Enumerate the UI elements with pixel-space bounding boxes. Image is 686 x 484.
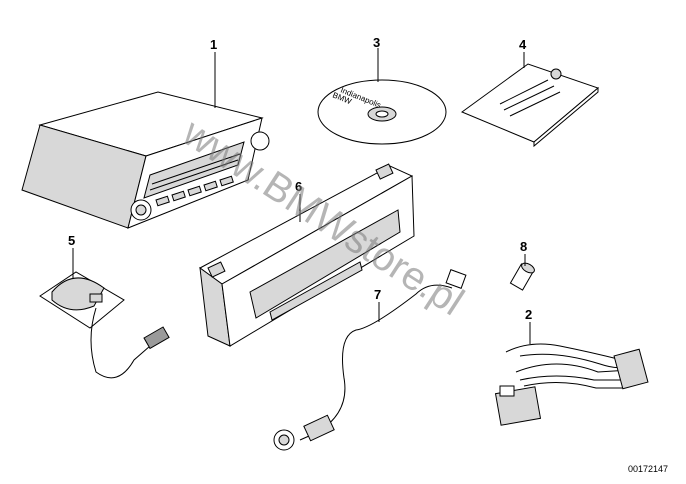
leader-lines <box>72 48 531 344</box>
cd-disc: BMW Indianapolis <box>317 79 447 145</box>
sleeve <box>509 262 535 291</box>
radio-unit <box>21 91 270 229</box>
callout-2: 2 <box>525 307 532 322</box>
cable <box>273 269 467 451</box>
callout-4: 4 <box>519 37 527 52</box>
reference-number: 00172147 <box>628 464 668 474</box>
callout-8: 8 <box>520 239 527 254</box>
callout-numbers: 1 3 4 6 5 8 7 2 <box>68 35 532 322</box>
mounting-frame <box>199 163 415 347</box>
callout-7: 7 <box>374 287 381 302</box>
wiring-harness <box>494 343 649 426</box>
callout-6: 6 <box>295 179 302 194</box>
callout-1: 1 <box>210 37 217 52</box>
manual-booklet <box>460 63 599 148</box>
callout-5: 5 <box>68 233 75 248</box>
callout-3: 3 <box>373 35 380 50</box>
antenna <box>39 271 170 379</box>
